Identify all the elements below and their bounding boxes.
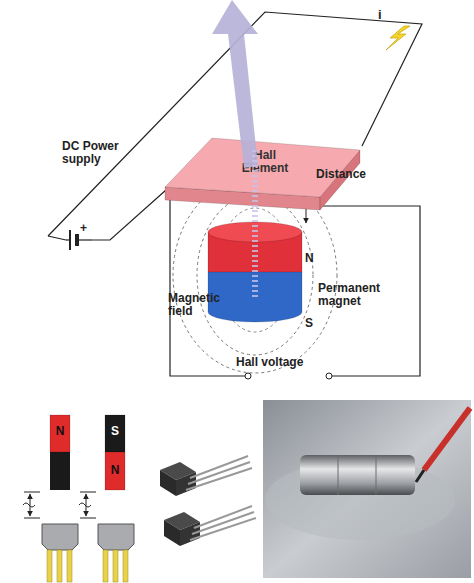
terminal: [326, 373, 332, 379]
bar-magnet-pole: N: [50, 415, 70, 452]
node-shape: [50, 415, 70, 452]
sensor-pin: [186, 468, 252, 490]
node-outline: [208, 272, 318, 334]
sensor-package: [176, 472, 196, 496]
supply-wire: [48, 12, 422, 236]
hall-sensor: [42, 524, 78, 550]
bar-magnet-pole: N: [105, 452, 125, 490]
dimension-tick: [24, 518, 40, 519]
polarity-sign: +: [80, 222, 92, 235]
dimension-tick: [80, 518, 96, 519]
photo-magnet-seam: [376, 455, 377, 495]
dimension-tick: [80, 492, 96, 493]
node-shape: [105, 452, 125, 490]
dimension-tick: [24, 492, 40, 493]
current-label: i: [378, 8, 388, 22]
supply-wire: [48, 236, 66, 240]
sensor-package: [160, 470, 176, 496]
tilde-mark: [23, 503, 35, 507]
node-text: N: [105, 464, 125, 477]
field-label: Magnetic field: [168, 292, 226, 318]
distance-label: Distance: [316, 168, 386, 181]
terminal: [245, 373, 251, 379]
supply-wire: [66, 239, 70, 240]
hall-voltage-label: Hall voltage: [236, 356, 336, 369]
field-arrow: [212, 0, 258, 168]
supply-wire: [77, 239, 92, 240]
node-shape: [208, 272, 302, 322]
magnet-pole: [50, 452, 70, 490]
sensor-pin: [57, 550, 62, 582]
tilde-mark: [79, 503, 91, 507]
sensor-pin: [190, 456, 248, 478]
photo-magnet: [300, 455, 415, 495]
sensor-pin: [123, 550, 128, 582]
sensor-pin: [47, 550, 52, 582]
supply-wire: [92, 190, 166, 240]
hall-sensor: [98, 524, 134, 550]
sensor-package: [164, 520, 180, 546]
sensor-pin: [194, 506, 252, 528]
current-symbol: [386, 26, 410, 50]
node-text: N: [305, 252, 321, 265]
node-text: S: [305, 317, 321, 330]
bar-magnet-pole: S: [105, 415, 125, 452]
sensor-pin: [190, 518, 256, 540]
node-shape: [105, 415, 125, 452]
sensor-pin: [113, 550, 118, 582]
photo-probe: [416, 470, 424, 482]
photo: [263, 400, 471, 578]
field-line: [197, 195, 313, 355]
sensor-pin: [103, 550, 108, 582]
node-text: N: [50, 425, 70, 438]
node-text: Hall Element: [230, 149, 300, 175]
sensor-pin: [67, 550, 72, 582]
field-axis: [252, 150, 258, 300]
sensor-pin: [188, 462, 250, 484]
node-text: S: [105, 425, 125, 438]
sensor-package: [180, 522, 200, 546]
photo-probe: [424, 408, 470, 470]
node-shape: [208, 222, 302, 242]
photo-magnet-seam: [338, 455, 339, 495]
magnet-south: S: [208, 272, 318, 334]
distance-arrow: [86, 494, 87, 516]
distance-arrow: [30, 494, 31, 516]
magnet-label: Permanent magnet: [318, 282, 384, 308]
sensor-pin: [192, 512, 254, 534]
supply-label: DC Power supply: [62, 140, 124, 166]
